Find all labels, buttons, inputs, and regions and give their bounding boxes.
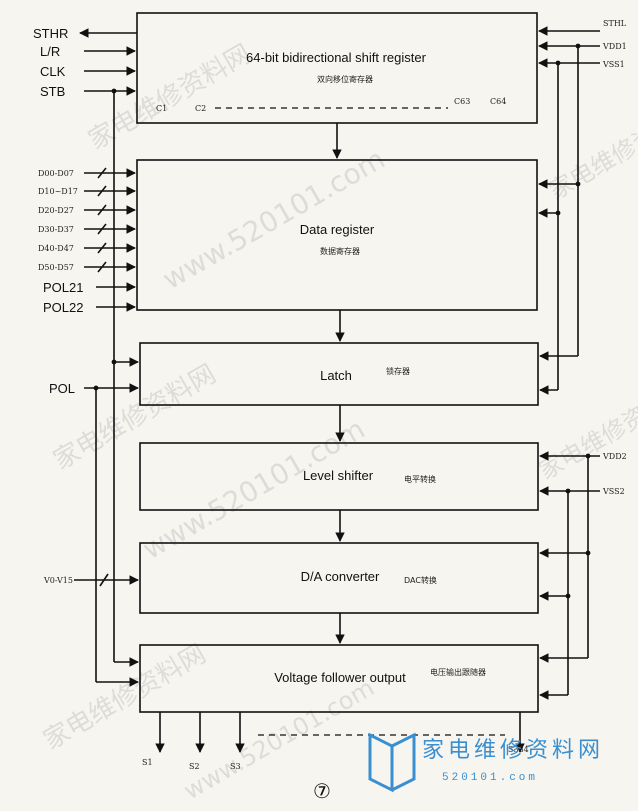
watermark-text: www.520101.com (179, 674, 379, 806)
figure-number: ⑦ (313, 779, 331, 803)
logo-url: 520101.com (442, 772, 538, 784)
level-shifter-block (139, 442, 539, 511)
pin-d1: D10~D17 (38, 187, 78, 196)
pin-vdd2: VDD2 (602, 452, 627, 461)
c64-label: C64 (490, 97, 506, 106)
latch-block (139, 342, 539, 406)
c63-label: C63 (454, 97, 470, 106)
watermark-text: www.520101.com (157, 142, 391, 296)
pin-vss2: VSS2 (602, 487, 625, 496)
latch-cn: 锁存器 (386, 366, 410, 376)
voltage-follower-block (139, 644, 539, 713)
level-shifter-cn: 电平转换 (404, 474, 436, 484)
pin-clk: CLK (40, 64, 66, 79)
da-converter-title: D/A converter (301, 569, 380, 584)
shift-register-title: 64-bit bidirectional shift register (246, 50, 427, 65)
shift-register-cn: 双向移位寄存器 (317, 74, 373, 84)
voltage-follower-cn: 电压输出跟随器 (430, 667, 486, 677)
c2-label: C2 (195, 104, 206, 113)
latch-title: Latch (320, 368, 352, 383)
watermark-text: 家电维修资料网 (49, 359, 222, 476)
level-shifter-title: Level shifter (303, 468, 374, 483)
pin-vss1: VSS1 (602, 60, 625, 69)
pin-pol21: POL21 (43, 280, 83, 295)
watermark-text: 家电维修资料网 (84, 39, 257, 156)
pin-d3: D30-D37 (38, 225, 74, 234)
voltage-follower-title: Voltage follower output (274, 670, 406, 685)
output-s3: S3 (230, 762, 241, 771)
output-s2: S2 (189, 762, 200, 771)
book-icon (368, 732, 416, 793)
pin-pol: POL (49, 381, 75, 396)
pin-sthr: STHR (33, 26, 68, 41)
pin-lr: L/R (40, 44, 60, 59)
pin-stb: STB (40, 84, 65, 99)
logo-text: 家电维修资料网 (422, 738, 604, 763)
output-s1: S1 (142, 758, 153, 767)
pin-d0: D00-D07 (38, 169, 74, 178)
pin-d4: D40-D47 (38, 244, 74, 253)
da-converter-block (139, 542, 539, 614)
pin-d2: D20-D27 (38, 206, 74, 215)
pin-v0-v15: V0-V15 (43, 576, 73, 585)
c1-label: C1 (156, 104, 167, 113)
junction-dots (93, 43, 591, 599)
data-register-cn: 数据寄存器 (320, 246, 360, 256)
pin-vdd1: VDD1 (602, 42, 627, 51)
da-converter-cn: DAC转换 (404, 575, 437, 585)
pin-pol22: POL22 (43, 300, 83, 315)
output-s384: S384 (508, 745, 529, 754)
watermark: 家电维修资料网 www.520101.com 家电维修资料网 www.52010… (39, 39, 638, 805)
pin-d5: D50-D57 (38, 263, 74, 272)
site-logo: 家电维修资料网 520101.com (368, 732, 604, 793)
watermark-text: 家电维修资料网 (534, 377, 638, 485)
watermark-text: 家电维修资料网 (39, 639, 212, 756)
data-register-title: Data register (300, 222, 375, 237)
pin-sthl: STHL (603, 19, 627, 28)
data-register-block (136, 159, 538, 311)
